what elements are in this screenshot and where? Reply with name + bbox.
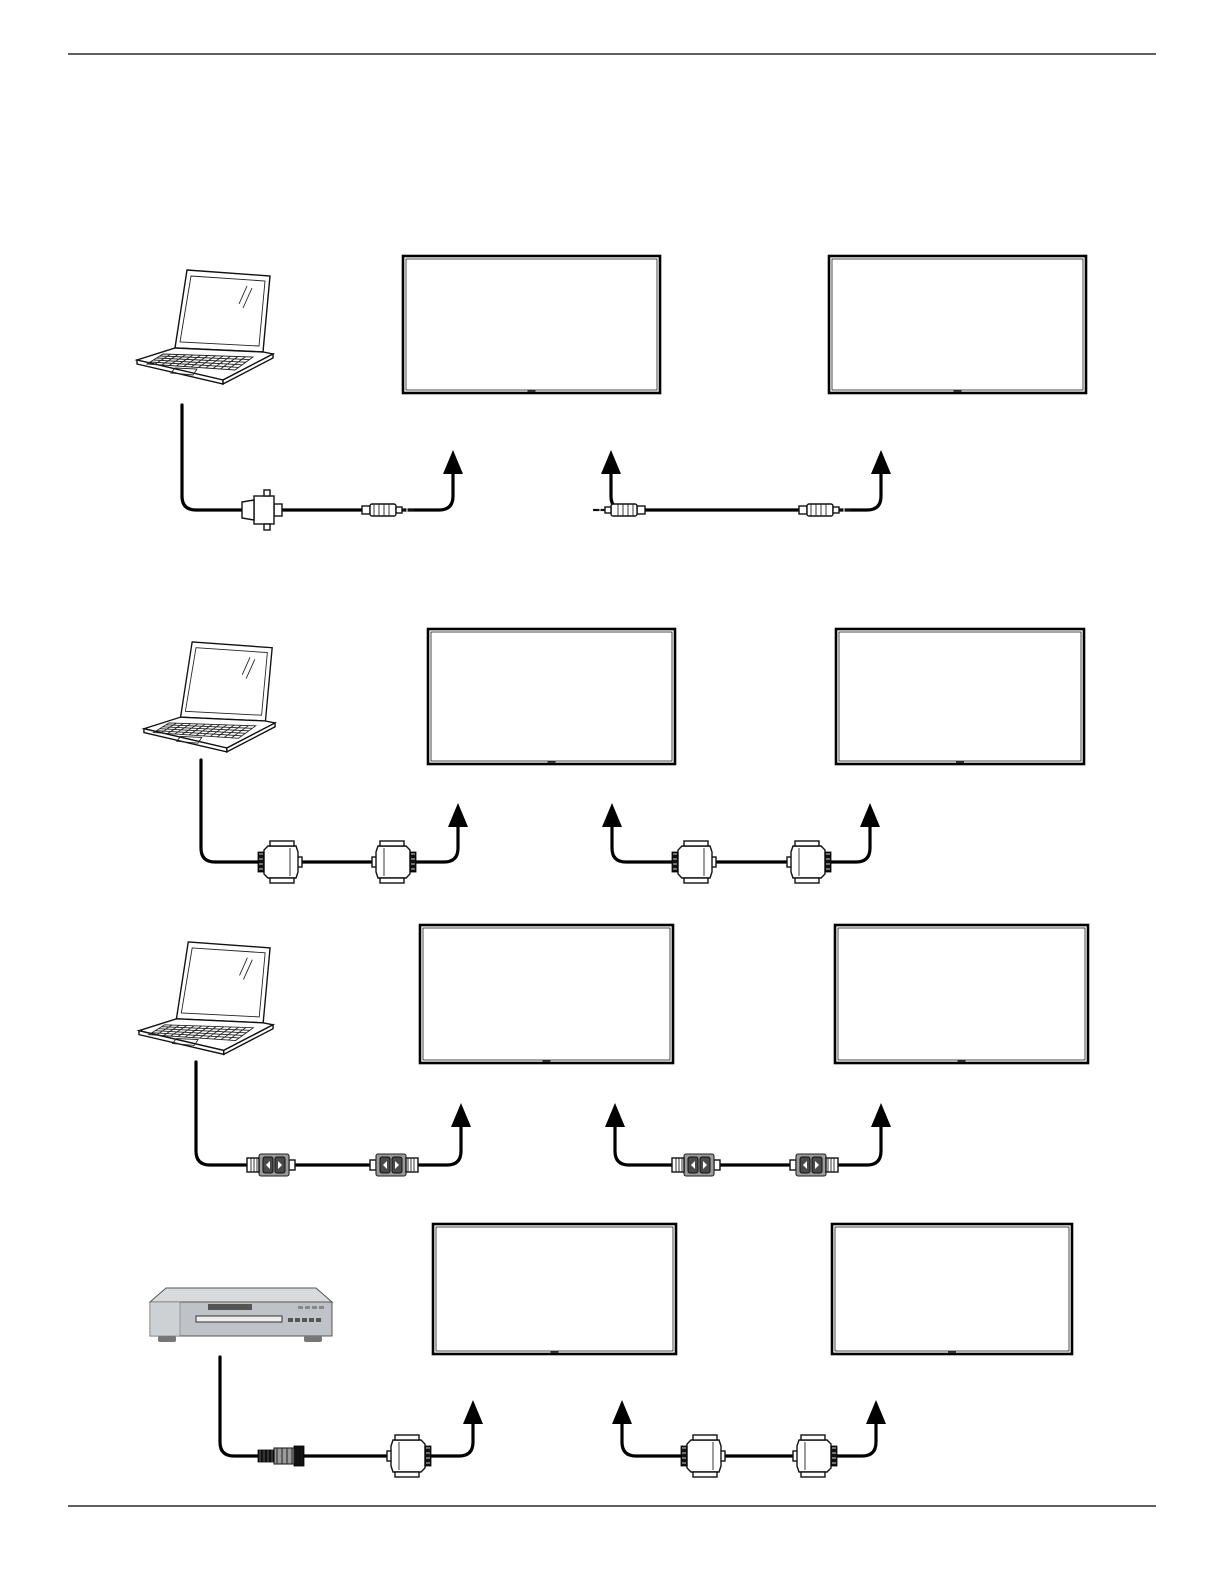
dvi-plug — [787, 841, 831, 883]
arrow-up-icon — [463, 1400, 483, 1424]
dvi-plug — [681, 1435, 725, 1477]
arrow-up-icon — [605, 1103, 625, 1127]
arrow-up-icon — [871, 1103, 891, 1127]
arrow-up-icon — [860, 803, 880, 827]
display-monitor — [433, 1224, 676, 1354]
arrow-up-icon — [601, 450, 621, 474]
dvi-plug — [672, 841, 716, 883]
display-monitor — [420, 925, 673, 1063]
diagram-rows — [137, 256, 1088, 1477]
connection-row — [150, 1224, 1072, 1477]
laptop-icon — [137, 270, 273, 384]
cable-source-to-display1 — [220, 1357, 473, 1456]
cable-display1-to-display2 — [622, 1420, 876, 1456]
cable-source-to-display1 — [201, 760, 458, 862]
cable-display1-to-display2 — [611, 470, 881, 510]
display-monitor — [428, 629, 675, 764]
display-monitor — [829, 256, 1086, 393]
arrow-up-icon — [448, 803, 468, 827]
cable-source-to-display1 — [182, 405, 453, 510]
display-monitor — [835, 925, 1088, 1063]
display-monitor — [403, 256, 660, 393]
displayport-plug — [370, 1154, 418, 1176]
cable-display1-to-display2 — [615, 1123, 881, 1165]
arrow-up-icon — [612, 1400, 632, 1424]
audio-jack-plug — [362, 504, 414, 516]
arrow-up-icon — [871, 450, 891, 474]
dvi-plug — [793, 1435, 837, 1477]
connection-row — [137, 256, 1086, 530]
arrow-up-icon — [602, 803, 622, 827]
hdmi-plug — [258, 1446, 304, 1466]
cable-source-to-display1 — [196, 1062, 461, 1165]
displayport-plug — [672, 1154, 720, 1176]
arrow-up-icon — [451, 1103, 471, 1127]
laptop-icon — [144, 642, 275, 752]
arrow-up-icon — [443, 450, 463, 474]
display-monitor — [836, 629, 1084, 764]
connection-row — [144, 629, 1084, 883]
arrow-up-icon — [866, 1400, 886, 1424]
audio-jack-plug — [799, 504, 851, 516]
display-monitor — [832, 1224, 1072, 1354]
dvi-plug — [372, 841, 416, 883]
dvd-player-icon — [150, 1288, 332, 1342]
serial-db9-plug — [242, 490, 282, 530]
displayport-plug — [247, 1154, 295, 1176]
displayport-plug — [790, 1154, 838, 1176]
laptop-icon — [139, 942, 273, 1054]
connection-row — [139, 925, 1088, 1176]
dvi-plug — [387, 1435, 431, 1477]
dvi-plug — [258, 841, 302, 883]
audio-jack-plug — [593, 504, 645, 516]
